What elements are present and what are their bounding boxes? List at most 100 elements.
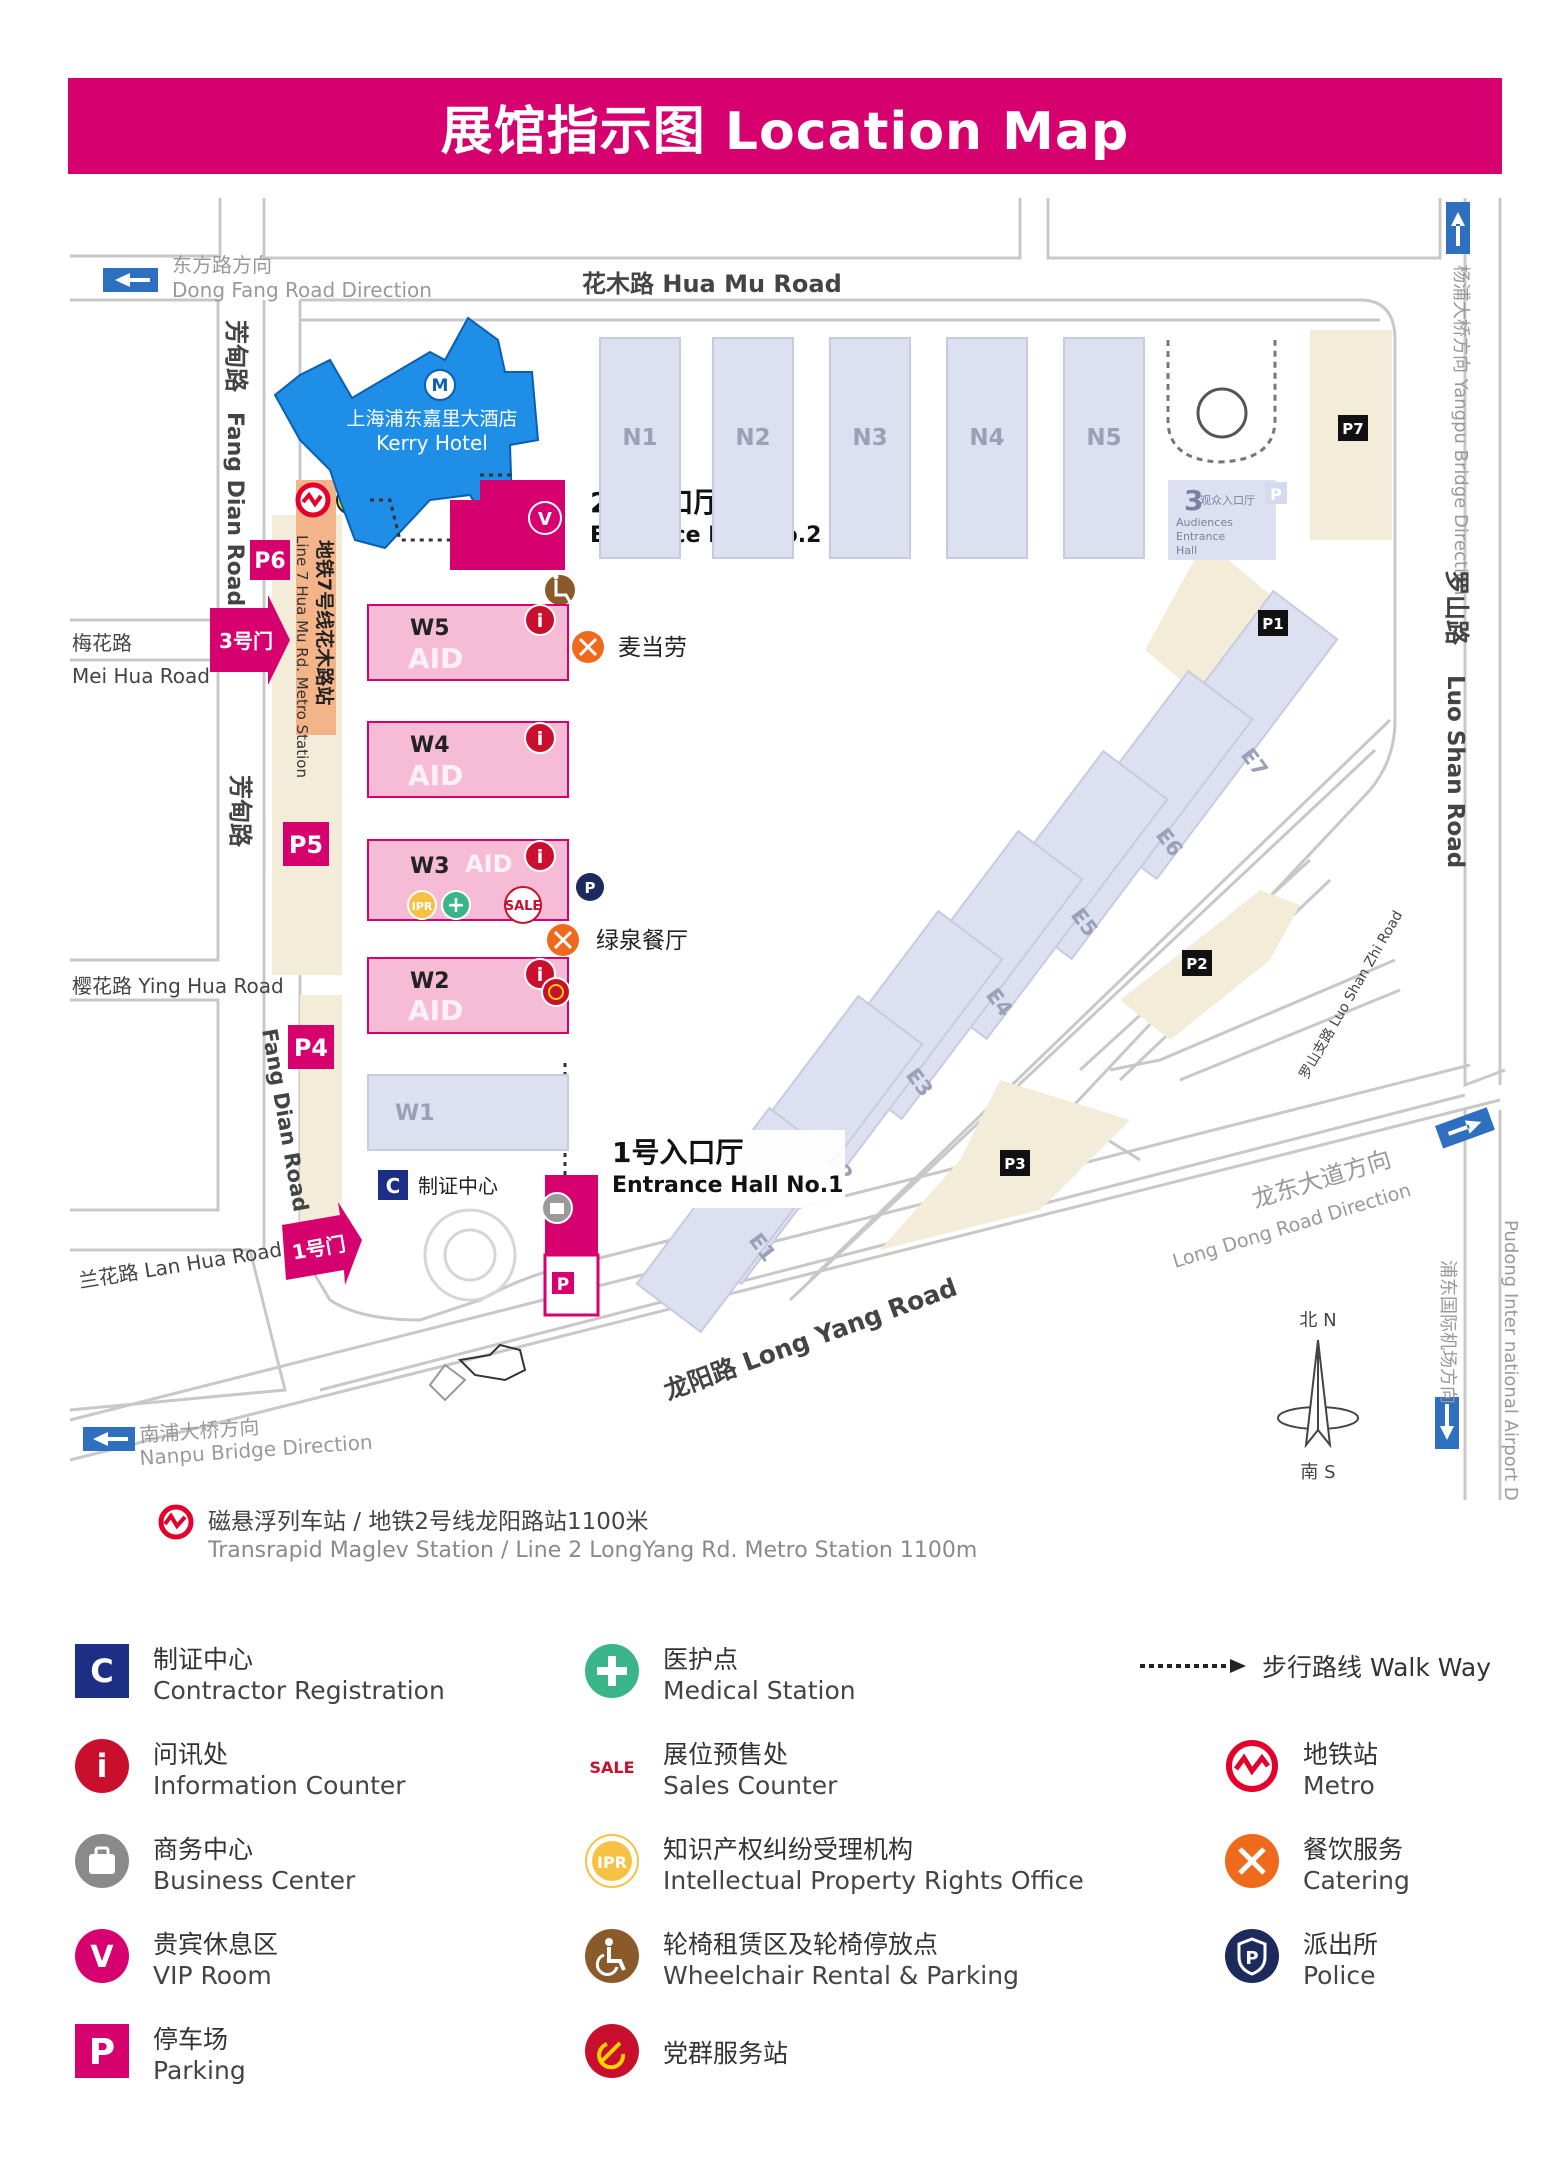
compass-north: 北 N — [1299, 1310, 1336, 1331]
hall-w4-label: W4 — [410, 733, 450, 758]
svg-text:P: P — [1245, 1948, 1258, 1969]
business-center-icon-map — [541, 1192, 573, 1224]
dong-fang-zh: 东方路方向 — [172, 253, 272, 277]
compass-south: 南 S — [1300, 1462, 1335, 1483]
svg-text:P: P — [89, 2032, 115, 2073]
svg-text:V: V — [90, 1940, 114, 1975]
entrance-3-en-1: Audiences — [1176, 516, 1233, 529]
mcdonalds-label: 麦当劳 — [618, 635, 687, 661]
info-icons-map: i i i i — [524, 604, 556, 990]
direction-arrows — [83, 202, 1495, 1451]
wheelchair-icon-map — [545, 574, 575, 605]
yangpu-direction: 杨浦大桥方向 Yangpu Bridge Direction — [1450, 265, 1471, 595]
page-title: 展馆指示图 Location Map — [440, 101, 1130, 162]
hotel-metro-icon — [424, 369, 456, 401]
fang-dian-top-zh: 芳甸路 — [222, 320, 250, 393]
gate-1: 1号门 — [282, 1202, 362, 1285]
svg-text:P5: P5 — [289, 831, 323, 859]
entrance-3-en-2: Entrance — [1176, 530, 1226, 543]
metro-station-label-zh: 地铁7号线花木路站 — [313, 540, 336, 705]
svg-text:SALE: SALE — [589, 1758, 634, 1777]
parking-areas — [272, 330, 1392, 1250]
svg-text:i: i — [537, 610, 544, 632]
metro-note-en: Transrapid Maglev Station / Line 2 LongY… — [208, 1538, 978, 1563]
svg-text:i: i — [537, 728, 544, 750]
hall-n2-label: N2 — [735, 425, 770, 451]
fang-dian-top-en: Fang Dian Road — [222, 412, 247, 606]
east-halls — [635, 589, 1339, 1334]
vip-icon-map: V — [528, 501, 562, 535]
location-map: 地铁7号线花木路站 Line 7 Hua Mu Rd. Metro Statio… — [69, 198, 1521, 1500]
metro-icon-map — [295, 482, 331, 518]
hall-w1 — [367, 1074, 569, 1151]
metro-station-strip: 地铁7号线花木路站 Line 7 Hua Mu Rd. Metro Statio… — [293, 480, 336, 778]
registration-c-icon: C — [75, 1644, 129, 1698]
svg-text:+: + — [447, 893, 465, 918]
wheelchair-icon — [585, 1929, 639, 1983]
hotel-name-en: Kerry Hotel — [376, 431, 488, 455]
metro-station-label-en: Line 7 Hua Mu Rd. Metro Station — [293, 535, 311, 778]
entrance-hall-1-label-en: Entrance Hall No.1 — [612, 1173, 843, 1198]
metro-note-zh: 磁悬浮列车站 / 地铁2号线龙阳路站1100米 — [208, 1509, 649, 1535]
svg-text:i: i — [537, 964, 544, 986]
svg-text:SALE: SALE — [505, 899, 542, 914]
hall-n5 — [1063, 337, 1145, 559]
hotel-name-zh: 上海浦东嘉里大酒店 — [346, 408, 517, 430]
metro-icon — [158, 1504, 194, 1540]
svg-text:P7: P7 — [1342, 420, 1363, 438]
hua-mu-road: 花木路 Hua Mu Road — [582, 270, 842, 298]
svg-text:C: C — [90, 1652, 113, 1690]
entrance-3-zh: 观众入口厅 — [1200, 494, 1255, 507]
mei-hua-zh: 梅花路 — [72, 631, 132, 655]
luo-shan-zh: 罗山路 — [1442, 570, 1471, 646]
catering-icon — [1225, 1834, 1279, 1888]
hall-n1-label: N1 — [622, 425, 657, 451]
north-halls: N1 N2 N3 N4 N5 — [599, 337, 1145, 559]
gate-3: 3号门 — [210, 595, 290, 685]
svg-text:P6: P6 — [254, 549, 285, 574]
svg-text:C: C — [386, 1174, 401, 1198]
sale-icon: SALE — [586, 1740, 638, 1792]
svg-text:3号门: 3号门 — [219, 629, 273, 653]
svg-text:P: P — [585, 879, 596, 897]
compass: 北 N 南 S — [1277, 1310, 1359, 1483]
hall-w2-label: W2 — [410, 969, 450, 994]
hall-n4-label: N4 — [969, 425, 1004, 451]
entrance-2-front — [480, 480, 565, 502]
entrance-1-parking-badge — [552, 1272, 574, 1294]
police-icon: P — [1225, 1929, 1279, 1983]
vip-icon: V — [75, 1929, 129, 1983]
svg-text:V: V — [538, 509, 552, 530]
information-icon: i — [75, 1739, 129, 1793]
party-icon — [585, 2024, 639, 2078]
aid-logo-w2: AID — [408, 994, 463, 1027]
party-icon-map — [541, 977, 571, 1007]
entrance-3-en-3: Hall — [1176, 544, 1197, 557]
medical-icon — [585, 1644, 639, 1698]
svg-text:i: i — [537, 846, 544, 868]
dong-fang-en: Dong Fang Road Direction — [172, 278, 432, 302]
registration-label-map: 制证中心 — [418, 1174, 498, 1198]
parking-badges: P6 P5 P4 P7 P1 P2 P3 — [250, 415, 1368, 1176]
aid-logo-w3: AID — [465, 850, 512, 878]
hall-w3-label: W3 — [410, 854, 450, 879]
svg-text:IPR: IPR — [412, 900, 433, 913]
catering-icons-map — [547, 631, 604, 956]
hall-n3-label: N3 — [852, 425, 887, 451]
ying-hua-road: 樱花路 Ying Hua Road — [72, 974, 284, 998]
hall-n1 — [599, 337, 681, 559]
aid-logo-w4: AID — [408, 759, 463, 792]
entrance-hall-1-label-zh: 1号入口厅 — [612, 1136, 743, 1169]
ipr-icon: IPR — [585, 1834, 639, 1888]
luo-shan-en: Luo Shan Road — [1442, 675, 1468, 868]
entrance-3-number: 3 — [1184, 484, 1203, 517]
mei-hua-en: Mei Hua Road — [72, 664, 210, 688]
parking-icon: P — [75, 2024, 129, 2078]
road-outlines — [69, 198, 1506, 1500]
aid-logo-w5: AID — [408, 642, 463, 675]
entrance-3-parking: P — [1270, 485, 1282, 504]
green-spring-label: 绿泉餐厅 — [596, 928, 688, 954]
hall-n4 — [946, 337, 1028, 559]
svg-text:IPR: IPR — [597, 1853, 627, 1872]
walkway-paths — [370, 473, 567, 1175]
